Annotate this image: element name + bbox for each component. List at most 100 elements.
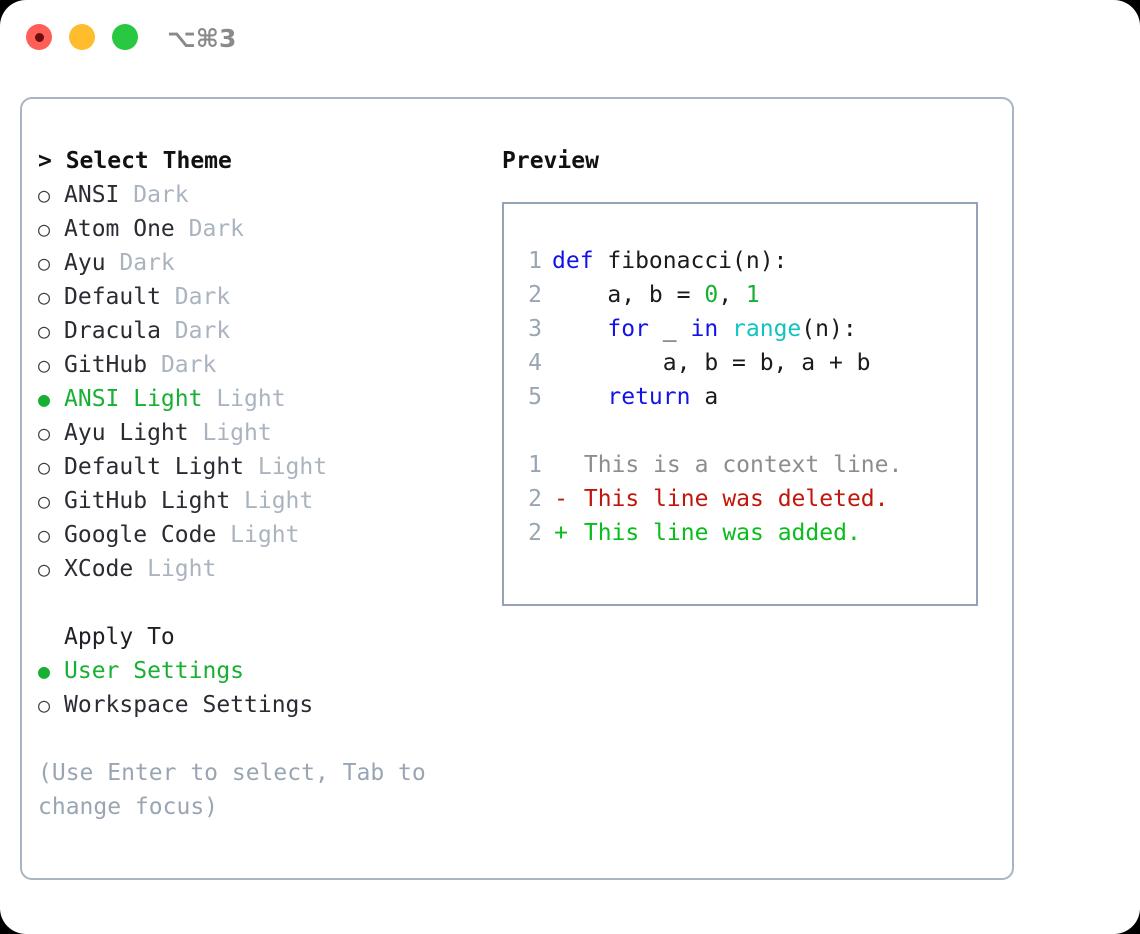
theme-option-label: ANSI	[64, 182, 120, 208]
theme-option-label: XCode	[64, 556, 134, 582]
theme-option-atom-one[interactable]: ○Atom One Dark	[38, 212, 488, 246]
code-token: a, b = b, a + b	[552, 350, 871, 376]
code-token: 0	[704, 282, 719, 308]
diff-line-ctx: 1 This is a context line.	[512, 448, 976, 482]
code-token: 1	[745, 282, 760, 308]
theme-option-ansi-light[interactable]: ● ANSI Light Light	[38, 382, 488, 416]
line-number: 2	[528, 486, 542, 512]
line-number: 1	[528, 452, 542, 478]
theme-option-variant: Light	[244, 454, 328, 480]
line-number: 4	[528, 350, 542, 376]
code-token: fibonacci(n):	[607, 248, 788, 274]
radio-unselected-icon: ○	[38, 285, 51, 309]
code-line-content: for _ in range(n):	[552, 312, 857, 346]
theme-option-variant: Light	[230, 488, 314, 514]
code-line-content: def fibonacci(n):	[552, 244, 787, 278]
apply-to-heading: Apply To	[64, 624, 175, 650]
title-bar: ⌥⌘3	[0, 0, 1140, 78]
code-diff-separator	[512, 414, 976, 448]
code-token	[552, 316, 607, 342]
preview-heading: Preview	[502, 148, 599, 174]
theme-option-github-light[interactable]: ○ GitHub Light Light	[38, 484, 488, 518]
theme-option-xcode[interactable]: ○ XCode Light	[38, 552, 488, 586]
theme-option-label: Dracula	[64, 318, 161, 344]
theme-option-label: Ayu Light	[64, 420, 189, 446]
theme-option-ansi[interactable]: ○ANSI Dark	[38, 178, 488, 212]
minimize-button-icon[interactable]	[69, 24, 95, 50]
radio-unselected-icon: ○	[38, 217, 51, 241]
theme-option-variant: Dark	[105, 250, 175, 276]
theme-option-ayu-light[interactable]: ○ Ayu Light Light	[38, 416, 488, 450]
code-token: (n):	[801, 316, 857, 342]
theme-picker-panel: > Select Theme ○ANSI Dark○Atom One Dark○…	[38, 144, 488, 824]
theme-option-variant: Dark	[160, 284, 231, 310]
diff-sample: 1 This is a context line.2- This line wa…	[512, 448, 976, 550]
theme-option-label: Default	[64, 284, 161, 310]
keyboard-shortcut-label: ⌥⌘3	[167, 24, 237, 53]
code-line: 5 return a	[512, 380, 976, 414]
code-token: in	[690, 316, 719, 342]
radio-selected-icon: ●	[38, 387, 51, 411]
theme-option-label: ANSI Light	[64, 386, 203, 412]
theme-option-dracula[interactable]: ○ Dracula Dark	[38, 314, 488, 348]
radio-unselected-icon: ○	[38, 455, 51, 479]
theme-option-label: Default Light	[64, 454, 245, 480]
radio-unselected-icon: ○	[38, 557, 51, 581]
theme-option-label: Ayu	[64, 250, 106, 276]
code-token: ,	[718, 282, 746, 308]
theme-option-variant: Light	[216, 522, 300, 548]
radio-unselected-icon: ○	[38, 251, 51, 275]
theme-option-variant: Light	[133, 556, 217, 582]
theme-option-label: GitHub Light	[64, 488, 231, 514]
line-number: 2	[528, 520, 542, 546]
theme-option-github[interactable]: ○GitHub Dark	[38, 348, 488, 382]
code-line: 1 def fibonacci(n):	[512, 244, 976, 278]
code-token: a	[690, 384, 719, 410]
radio-unselected-icon: ○	[38, 523, 51, 547]
code-token: for	[607, 316, 649, 342]
diff-marker	[552, 448, 570, 482]
radio-unselected-icon: ○	[38, 421, 51, 445]
maximize-button-icon[interactable]	[112, 24, 138, 50]
code-token: return	[607, 384, 691, 410]
code-token: range	[732, 316, 802, 342]
theme-option-variant: Light	[202, 386, 286, 412]
theme-option-variant: Dark	[119, 182, 189, 208]
radio-unselected-icon: ○	[38, 489, 51, 513]
close-button-icon[interactable]	[26, 24, 52, 50]
theme-option-ayu[interactable]: ○ Ayu Dark	[38, 246, 488, 280]
diff-line-text: This line was added.	[570, 520, 861, 546]
radio-unselected-icon: ○	[38, 353, 51, 377]
theme-list: ○ANSI Dark○Atom One Dark○Ayu Dark○Defaul…	[38, 178, 488, 586]
theme-option-label: Atom One	[64, 216, 175, 242]
code-token: a, b =	[552, 282, 705, 308]
code-line: 2 a, b = 0, 1	[512, 278, 976, 312]
code-line-content: a, b = 0, 1	[552, 278, 760, 312]
apply-to-list: ● User Settings ○ Workspace Settings	[38, 654, 488, 722]
diff-line-add: 2+ This line was added.	[512, 516, 976, 550]
theme-option-default[interactable]: ○ Default Dark	[38, 280, 488, 314]
theme-option-label: Google Code	[64, 522, 217, 548]
radio-selected-icon: ●	[38, 659, 51, 683]
line-number: 2	[528, 282, 542, 308]
diff-line-del: 2- This line was deleted.	[512, 482, 976, 516]
radio-unselected-icon: ○	[38, 693, 51, 717]
theme-option-label: GitHub	[64, 352, 148, 378]
theme-option-google-code[interactable]: ○ Google Code Light	[38, 518, 488, 552]
apply-to-option-user-settings[interactable]: ● User Settings	[38, 654, 488, 688]
apply-to-option-label: User Settings	[64, 658, 245, 684]
code-token: def	[552, 248, 608, 274]
apply-to-option-label: Workspace Settings	[64, 692, 314, 718]
theme-option-variant: Dark	[160, 318, 231, 344]
select-theme-heading: > Select Theme	[38, 148, 232, 174]
theme-option-default-light[interactable]: ○ Default Light Light	[38, 450, 488, 484]
radio-unselected-icon: ○	[38, 319, 51, 343]
apply-to-option-workspace-settings[interactable]: ○ Workspace Settings	[38, 688, 488, 722]
line-number: 1	[528, 248, 542, 274]
theme-option-variant: Light	[188, 420, 272, 446]
line-number: 3	[528, 316, 542, 342]
